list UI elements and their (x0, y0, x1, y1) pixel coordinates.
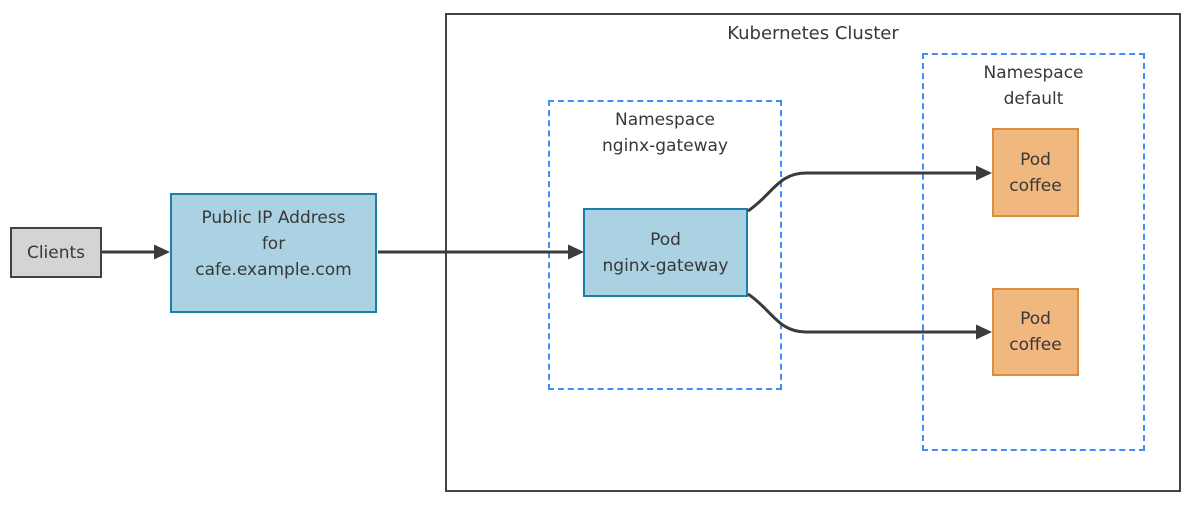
pod-coffee-bottom-label: Pod coffee (1009, 309, 1062, 355)
pod-coffee-bottom-node: Pod coffee (992, 288, 1079, 376)
edge-clients-to-public-ip (102, 244, 170, 260)
pod-nginx-gateway-node: Pod nginx-gateway (583, 208, 748, 297)
pod-coffee-top-label: Pod coffee (1009, 149, 1062, 196)
clients-node: Clients (10, 227, 102, 278)
namespace-nginx-gateway-box: Namespace nginx-gateway (548, 100, 782, 390)
namespace-default-label: Namespace default (983, 63, 1084, 109)
public-ip-label: Public IP Address for cafe.example.com (195, 208, 352, 280)
kubernetes-cluster-title: Kubernetes Cluster (727, 23, 899, 44)
pod-coffee-top-node: Pod coffee (992, 128, 1079, 217)
namespace-nginx-gateway-label: Namespace nginx-gateway (602, 110, 728, 156)
pod-nginx-gateway-label: Pod nginx-gateway (602, 229, 729, 276)
namespace-default-box: Namespace default (922, 53, 1145, 451)
public-ip-node: Public IP Address for cafe.example.com (170, 193, 377, 313)
clients-label: Clients (26, 242, 86, 263)
